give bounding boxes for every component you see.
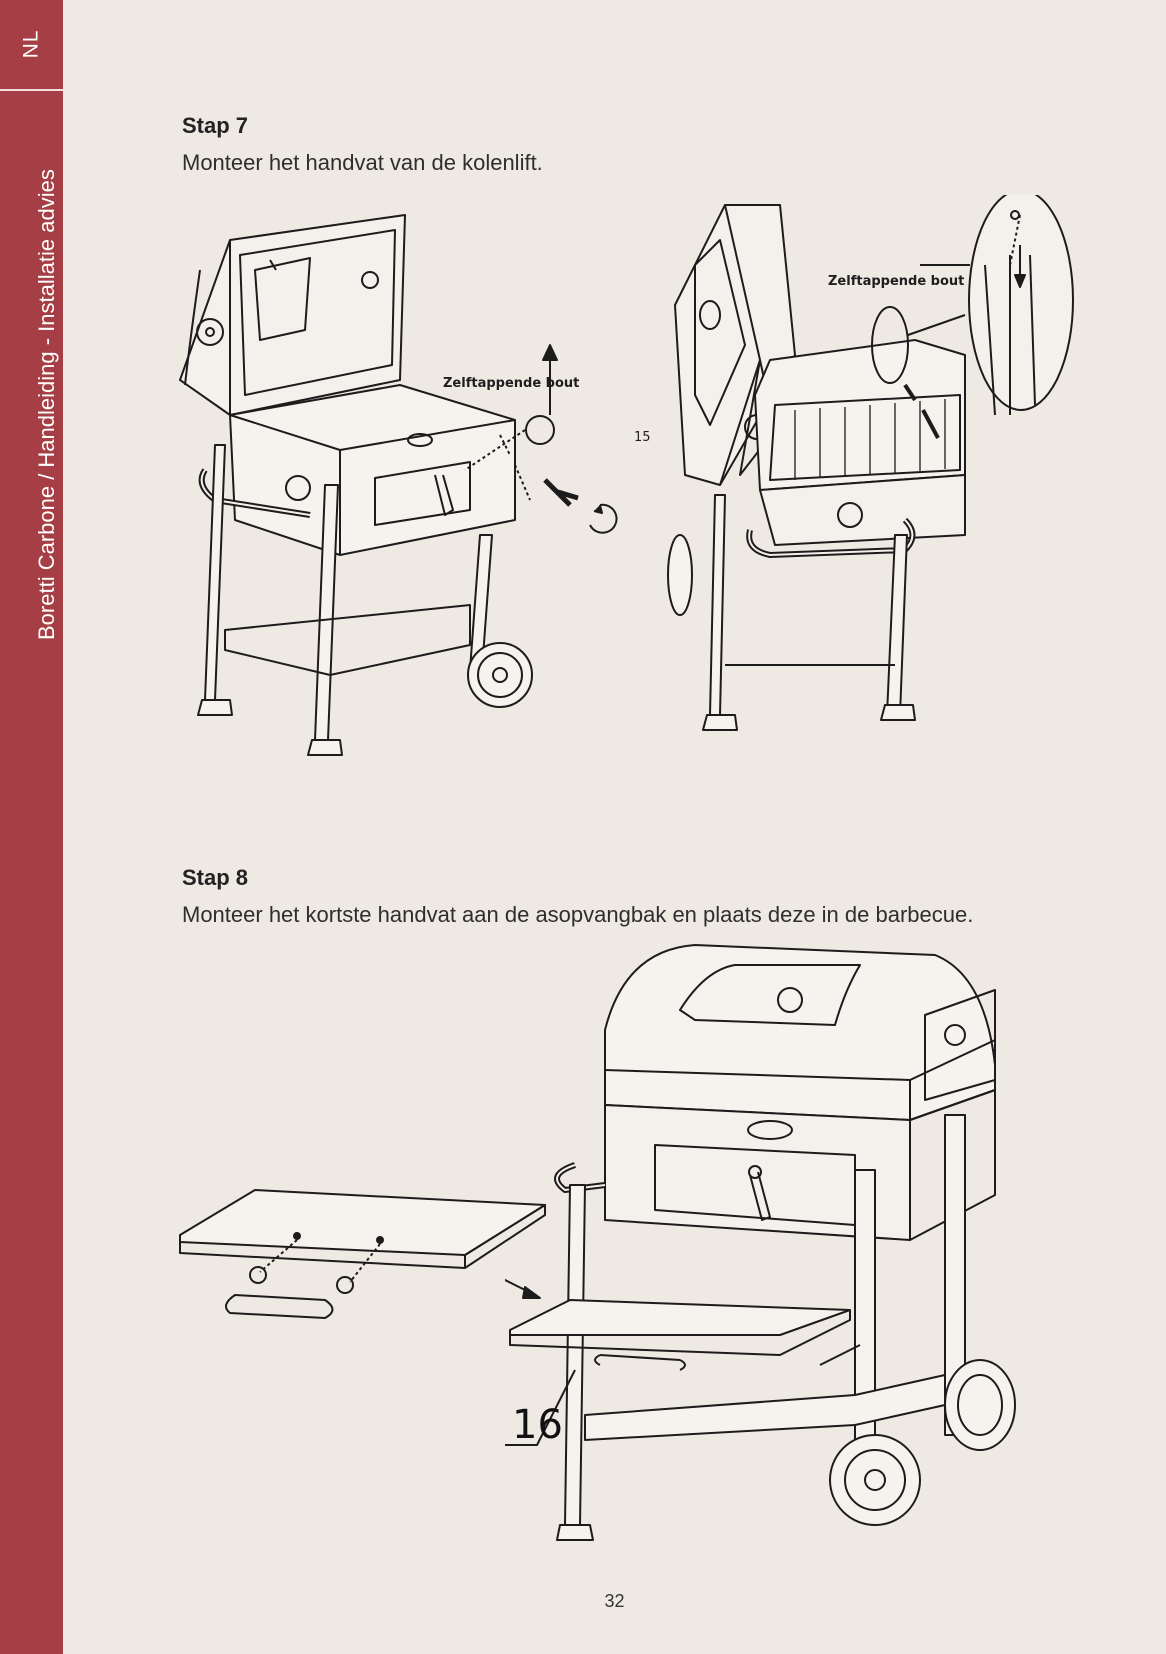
page-number: 32 [604,1591,625,1611]
sidebar-title: Boretti Carbone / Handleiding - Installa… [34,169,59,640]
step-7-illustration-right [665,195,1085,775]
part-number-16: 16 [512,1402,563,1448]
step-8-illustration-tray [175,1180,555,1320]
step-8-illustration-grill [505,935,1085,1545]
step-7-text: Monteer het handvat van de kolenlift. [182,150,543,175]
language-label: NL [19,29,43,59]
step-8-title: Stap 8 [182,865,249,890]
callout-self-tapping-bolt-left: Zelftappende bout [443,376,580,391]
callout-self-tapping-bolt-right: Zelftappende bout [828,274,965,289]
step-7-title: Stap 7 [182,113,249,138]
sidebar: NL Boretti Carbone / Handleiding - Insta… [0,0,63,1654]
step-7-illustration-left [170,200,650,800]
step-8-text: Monteer het kortste handvat aan de asopv… [182,902,974,927]
part-number-15: 15 [634,430,651,445]
sidebar-divider [0,89,63,91]
